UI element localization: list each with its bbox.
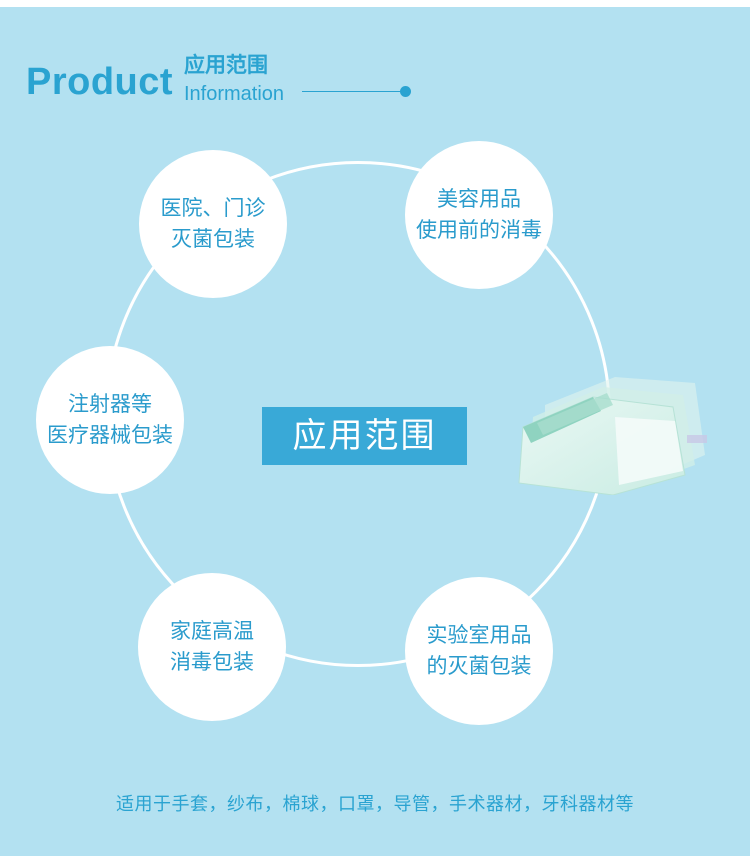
header-divider-line: [302, 91, 404, 92]
header-product-title: Product: [26, 61, 174, 103]
bubble-laboratory-text: 实验室用品 的灭菌包装: [426, 623, 532, 678]
bubble-laboratory: 实验室用品 的灭菌包装: [405, 577, 553, 725]
center-label: 应用范围: [262, 407, 467, 465]
bubble-hospital: 医院、门诊 灭菌包装: [139, 150, 287, 298]
bubble-household: 家庭高温 消毒包装: [138, 573, 286, 721]
section-header: Product 应用范围 Information: [26, 50, 426, 110]
bubble-household-text: 家庭高温 消毒包装: [170, 619, 254, 674]
header-information-subtitle: Information: [184, 83, 285, 105]
header-dot-icon: [400, 86, 411, 97]
bubble-hospital-text: 医院、门诊 灭菌包装: [160, 196, 266, 251]
footer-usage-text: 适用于手套，纱布，棉球，口罩，导管，手术器材，牙科器材等: [116, 794, 634, 815]
sterilization-pouch-image: [518, 377, 707, 495]
header-chinese-title: 应用范围: [184, 53, 268, 77]
bubble-beauty: 美容用品 使用前的消毒: [405, 141, 553, 289]
bubble-beauty-text: 美容用品 使用前的消毒: [416, 187, 542, 242]
bubble-syringe-text: 注射器等 医疗器械包装: [47, 392, 173, 447]
bubble-syringe: 注射器等 医疗器械包装: [36, 346, 184, 494]
